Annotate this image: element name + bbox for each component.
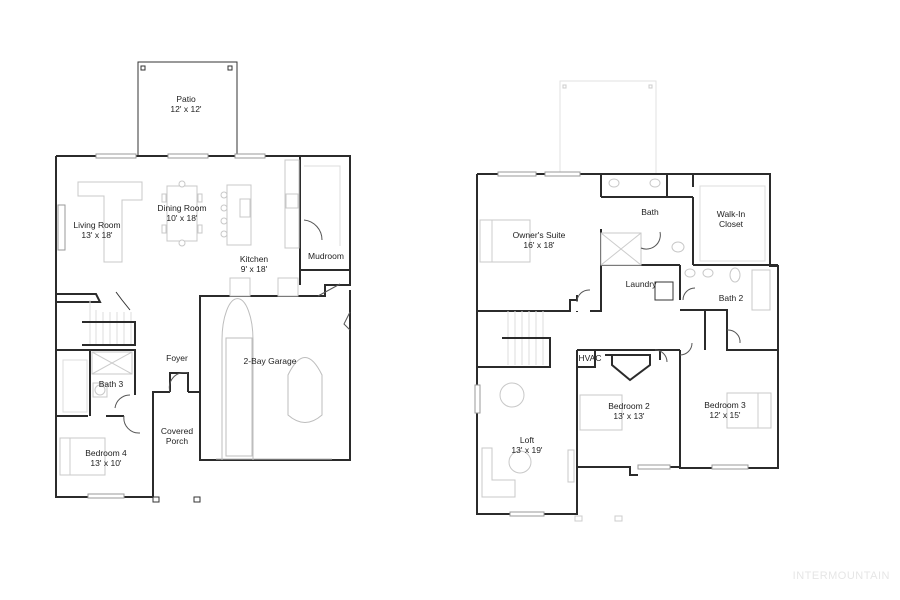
second-floor-plan [474,80,779,522]
room-label-living-room: Living Room [73,220,120,230]
watermark: INTERMOUNTAIN [792,570,890,582]
room-label-bedroom-3: Bedroom 3 [704,400,746,410]
room-size-owners-suite: 16' x 18' [523,240,555,250]
room-size-living-room: 13' x 18' [81,230,113,240]
room-size-bedroom-2: 13' x 13' [613,411,645,421]
room-size-dining-room: 10' x 18' [166,213,198,223]
patio-roof-outline [559,80,657,175]
room-size-bedroom-3: 12' x 15' [709,410,741,420]
room-label-laundry: Laundry [626,279,657,289]
room-label-bath-2: Bath 2 [719,293,744,303]
room-size-bedroom-4: 13' x 10' [90,458,122,468]
room-label-garage: 2-Bay Garage [244,356,297,366]
room-label-owners-suite: Owner's Suite [513,230,566,240]
first-floor-plan [55,61,351,503]
room-labels: Patio 12' x 12' Living Room 13' x 18' Di… [73,94,746,468]
room-label-kitchen: Kitchen [240,254,269,264]
room-label-mudroom: Mudroom [308,251,344,261]
room-label-foyer: Foyer [166,353,188,363]
room-size-patio: 12' x 12' [170,104,202,114]
room-size-kitchen: 9' x 18' [241,264,268,274]
room-label-bath-3: Bath 3 [99,379,124,389]
room-label-covered-porch: Covered [161,426,193,436]
room-label-hvac: HVAC [579,353,602,363]
room-label-walk-in-closet: Walk-In [717,209,746,219]
room-label-bath: Bath [641,207,659,217]
room-label-bedroom-4: Bedroom 4 [85,448,127,458]
room-label-covered-porch-2: Porch [166,436,188,446]
room-size-loft: 13' x 19' [511,445,543,455]
room-label-bedroom-2: Bedroom 2 [608,401,650,411]
room-label-dining-room: Dining Room [157,203,206,213]
room-label-loft: Loft [520,435,535,445]
room-label-patio: Patio [176,94,196,104]
room-label-walk-in-closet-2: Closet [719,219,744,229]
